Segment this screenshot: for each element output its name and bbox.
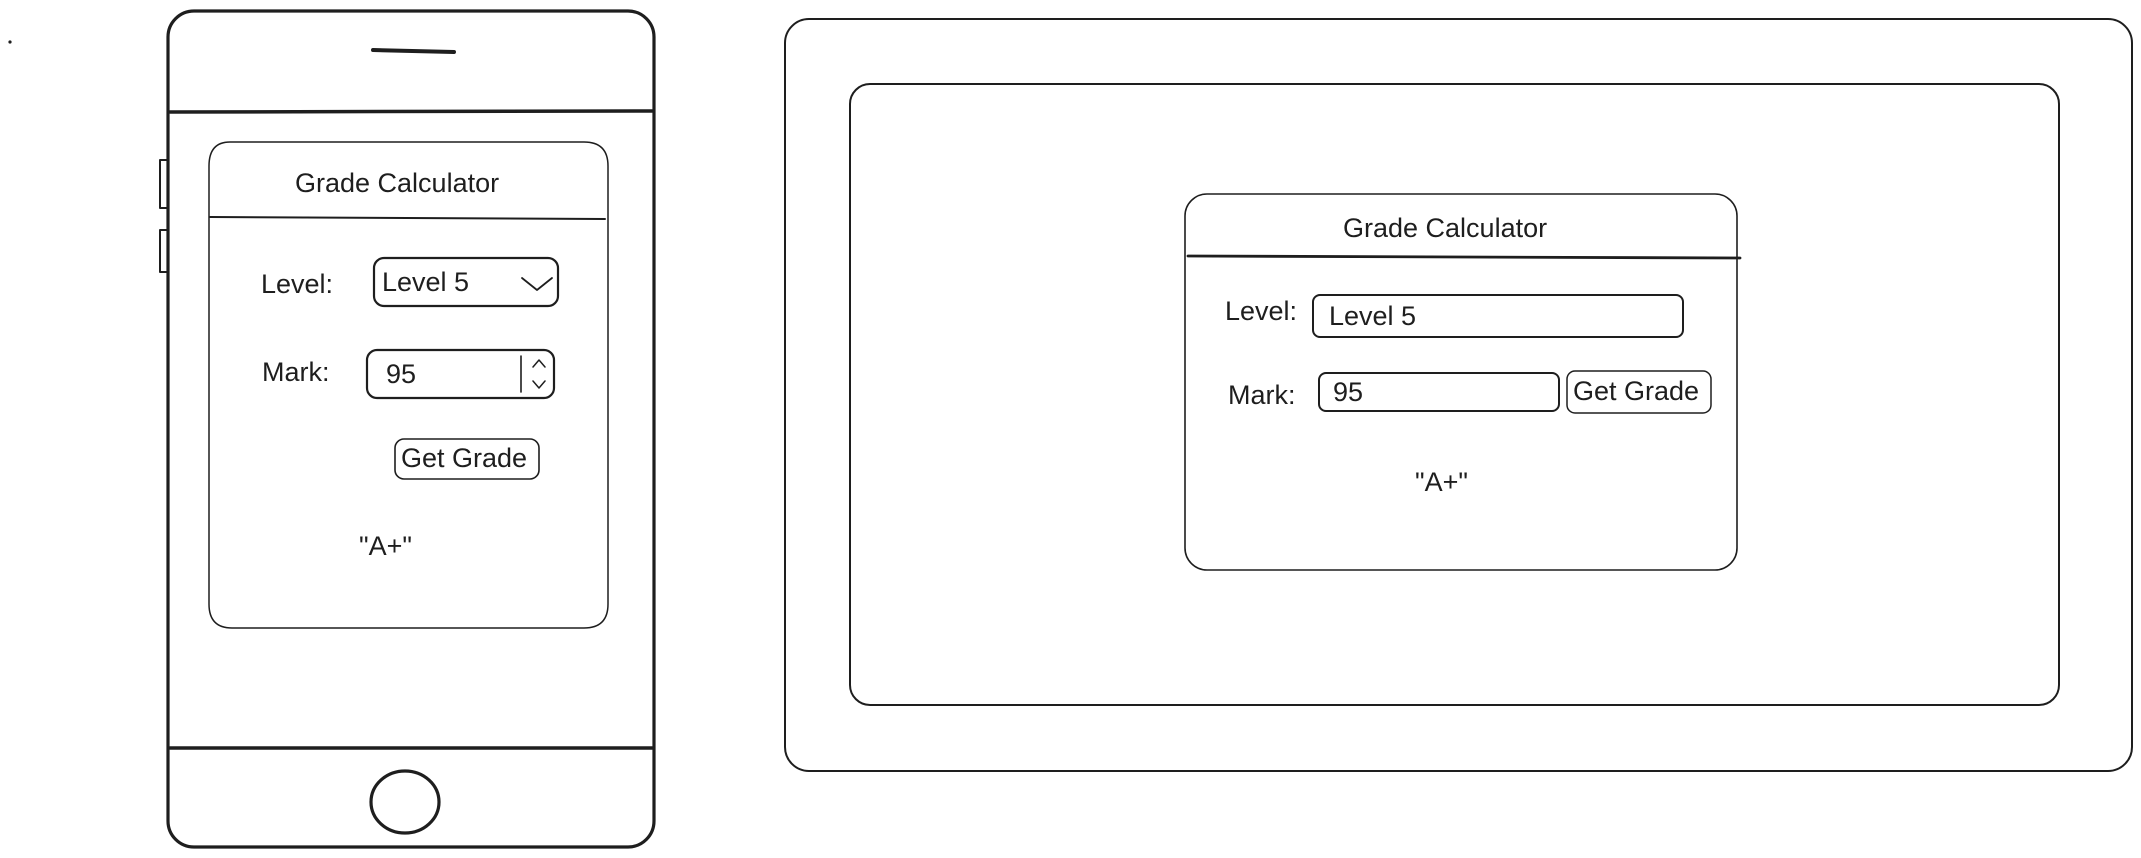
desktop-get-grade-button-box <box>1566 370 1712 414</box>
mobile-mark-label: Mark: <box>262 357 330 387</box>
phone-frame <box>159 9 656 849</box>
desktop-get-grade-button[interactable]: Get Grade <box>1567 371 1711 413</box>
home-button-icon[interactable] <box>369 769 441 835</box>
desktop-get-grade-label: Get Grade <box>1573 376 1700 406</box>
desktop-level-input-box <box>1312 294 1684 338</box>
desktop-mark-label: Mark: <box>1228 380 1296 410</box>
side-button-upper <box>159 159 169 209</box>
stepper-up-icon <box>532 359 546 368</box>
mobile-level-label: Level: <box>261 269 334 299</box>
mobile-result: "A+" <box>359 531 412 561</box>
mobile-level-select-box <box>372 256 560 308</box>
mobile-mark-input-box <box>365 348 556 400</box>
mobile-card <box>208 141 609 629</box>
stepper-down-icon <box>532 380 546 389</box>
mobile-get-grade-button-box <box>394 438 540 480</box>
side-button-lower <box>159 229 169 273</box>
mobile-level-select[interactable]: Level 5 <box>374 258 558 306</box>
mobile-mark-stepper[interactable]: 95 <box>367 350 554 398</box>
desktop-monitor-frame <box>784 18 2133 772</box>
desktop-level-value: Level 5 <box>1329 301 1417 331</box>
mobile-card-title: Grade Calculator <box>295 168 500 198</box>
mobile-level-value: Level 5 <box>382 267 470 297</box>
stray-dot <box>8 40 12 44</box>
desktop-level-label: Level: <box>1225 296 1298 326</box>
desktop-mark-value: 95 <box>1333 377 1364 407</box>
desktop-result: "A+" <box>1415 467 1468 497</box>
chevron-down-icon <box>521 277 553 291</box>
desktop-card-title: Grade Calculator <box>1343 213 1548 243</box>
mobile-get-grade-label: Get Grade <box>401 443 528 473</box>
desktop-mark-input-box <box>1318 372 1560 412</box>
mobile-mark-value: 95 <box>386 359 417 389</box>
desktop-card <box>1184 193 1742 571</box>
desktop-mark-input[interactable]: 95 <box>1319 373 1559 411</box>
speaker-icon <box>371 48 456 54</box>
mobile-get-grade-button[interactable]: Get Grade <box>395 439 539 479</box>
desktop-level-input[interactable]: Level 5 <box>1313 295 1683 337</box>
